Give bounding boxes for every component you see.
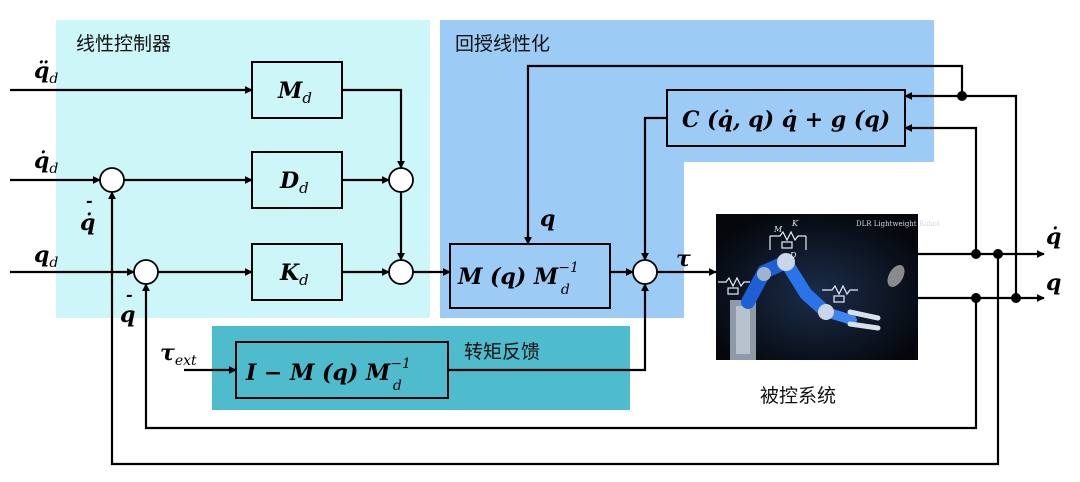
q-to-MqMd-wire [524,64,964,245]
spring-damper-icon [718,276,750,295]
torque-feedback-region [212,326,630,410]
neg-q-label: q [120,302,135,328]
junction-dot [971,249,981,259]
tau-label: τ [676,246,691,272]
Kd-block-label: Kd [279,260,309,289]
qdot-feedback-wire [108,191,1000,466]
Md-output-wire [342,88,405,169]
spring-m-label: M [773,225,783,234]
junction-dot [993,249,1003,259]
spring-k-label: K [791,219,799,228]
Md-block-label: Md [277,78,312,107]
torque-feedback-label: 转矩反馈 [464,341,540,363]
torque-feedback-output-wire [448,283,649,372]
tau-ext-label: τext [160,340,197,369]
qdot-output-label: q̇ [1046,224,1061,250]
spring-d-label: D [789,251,797,260]
q-feedback-label: q [540,206,555,232]
qd-d-label: q̇d [34,148,58,177]
robot-image: DLR Lightweight Robot M K D [716,214,940,360]
qdot-to-coriolis-wire [904,124,978,254]
position-error-sum [133,259,159,285]
spring-damper-icon [769,230,807,250]
qdd-d-label: q̈d [34,58,58,87]
junction-dot [971,293,981,303]
q-output-label: q [1046,270,1061,296]
neg-qdot-minus-sign: - [86,191,93,210]
velocity-error-sum [99,167,125,193]
coriolis-gravity-block-label: C (q̇, q) q̇ + g (q) [682,107,890,133]
q-feedback-wire [142,283,978,430]
robot-photo-caption: DLR Lightweight Robot [856,220,940,228]
feedback-linearization-label: 回授线性化 [455,33,550,55]
junction-dot [957,91,967,101]
q-d-label: qd [34,242,58,271]
neg-qdot-label: q̇ [80,210,95,236]
neg-q-minus-sign: - [126,285,133,304]
junction-dot [1011,293,1021,303]
spring-damper-icon [822,284,858,303]
controlled-system-label: 被控系统 [760,385,836,407]
Dd-block-label: Dd [279,168,309,197]
linear-controller-label: 线性控制器 [76,33,171,55]
q-to-coriolis-wire [904,92,1018,298]
controller-output-sum [388,259,414,285]
feedback-linearization-region-lower [440,160,684,318]
coriolis-output-wire [641,116,667,261]
accel-damping-sum [388,167,414,193]
torque-sum [632,259,658,285]
